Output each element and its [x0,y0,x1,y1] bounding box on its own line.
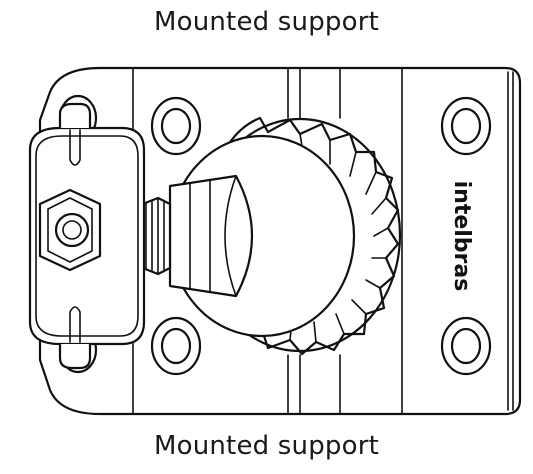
hex-nut [38,188,102,272]
knob-rib-6 [373,227,389,237]
caption-top: Mounted support [153,7,380,37]
mount-hole-bottom-right [440,316,492,376]
mount-hole-top-left [150,96,202,156]
nut-bore-inner [62,220,82,240]
knob-rib-4 [365,171,377,195]
nut-bore-outer [54,212,90,248]
knob-rib-3 [349,151,357,177]
mount-hole-top-right [440,96,492,156]
knob-rib-11 [313,321,317,343]
ball-joint-neck [168,174,254,298]
mount-hole-bottom-left [150,316,202,376]
knob-rib-9 [351,299,367,315]
knob-rib-8 [365,279,381,289]
knob-rib-5 [371,197,387,215]
caption-bottom: Mounted support [153,431,380,461]
knob-rib-10 [335,313,345,335]
brand-logo: intelbras [449,181,474,292]
bracket-plate [38,66,522,416]
camera-mount-head [28,102,146,370]
